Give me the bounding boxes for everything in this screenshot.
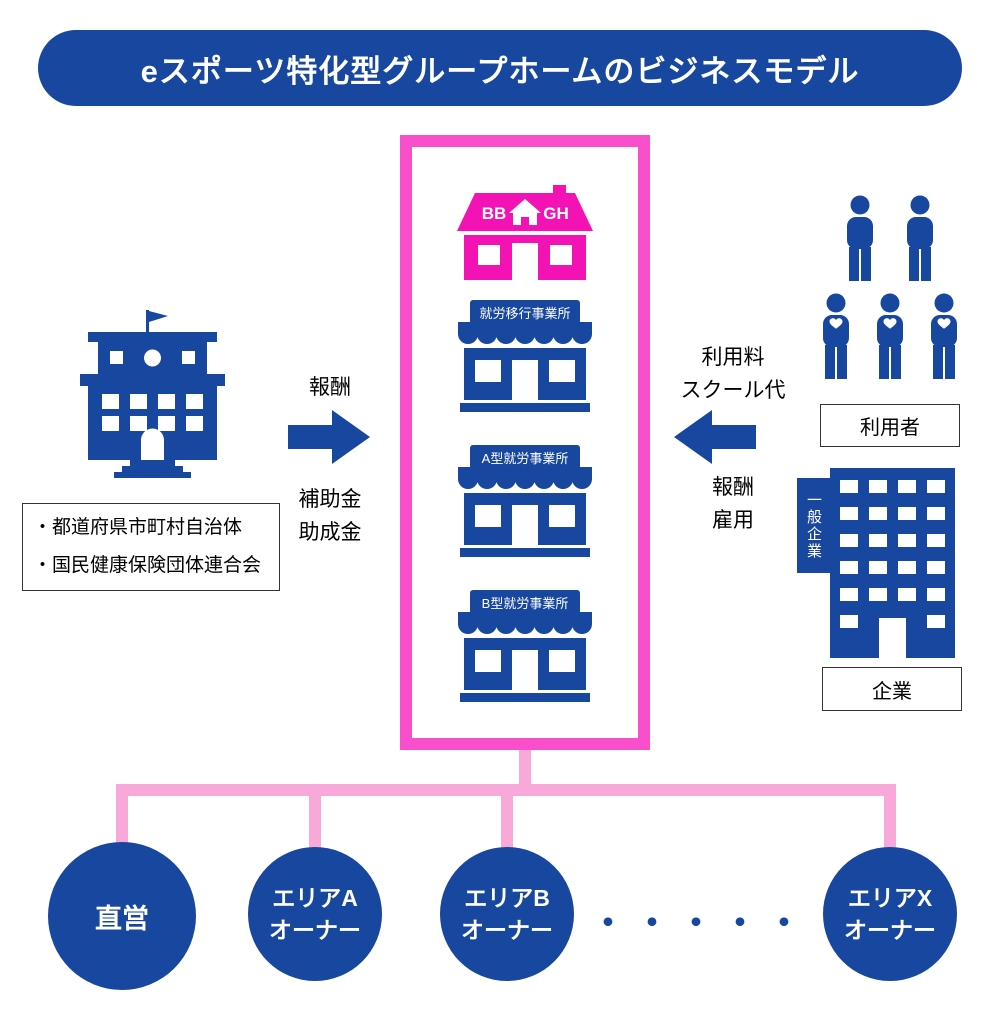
circle-area-b-owner: エリアB オーナー — [440, 847, 574, 981]
payer-box-text: ・都道府県市町村自治体 ・国民健康保険団体連合会 — [33, 517, 262, 576]
users-label-box: 利用者 — [820, 404, 960, 447]
arrow-right-icon — [288, 408, 370, 471]
facility-label: B型就労事業所 — [481, 595, 569, 611]
person-heart-icon — [877, 293, 903, 379]
flag-icon — [149, 311, 168, 322]
title-banner: eスポーツ特化型グループホームのビジネスモデル — [38, 30, 962, 106]
group-home-house-icon: BB GH — [457, 185, 593, 280]
home-glyph-icon — [509, 199, 541, 225]
connector-drop-area-x — [884, 796, 896, 849]
company-label: 企業 — [872, 680, 912, 703]
connector-drop-direct — [116, 796, 128, 844]
shop-icon — [458, 590, 592, 702]
government-building-icon — [60, 308, 245, 478]
usage-fee-label: 利用料 スクール代 — [680, 346, 786, 402]
general-company-tab: 一般企業 — [797, 478, 830, 573]
circle-area-x-owner: エリアX オーナー — [823, 847, 957, 981]
connector-drop-area-a — [309, 796, 321, 849]
connector-horizontal — [116, 784, 896, 796]
facility-icon-transition-office: 就労移行事業所 — [450, 300, 600, 412]
facility-label: A型就労事業所 — [481, 450, 569, 466]
person-icon — [907, 195, 933, 281]
facility-label: 就労移行事業所 — [479, 305, 571, 321]
office-building-icon — [830, 468, 955, 658]
connector-stem — [519, 750, 531, 790]
users-label: 利用者 — [860, 417, 920, 439]
facility-icon-type-a-office: A型就労事業所 — [450, 445, 600, 557]
reward-employment-label: 報酬 雇用 — [712, 476, 754, 532]
group-home-icon: BB GH — [450, 185, 600, 280]
page-title: eスポーツ特化型グループホームのビジネスモデル — [140, 53, 860, 89]
connector-drop-area-b — [501, 796, 513, 849]
users-row-bottom — [818, 293, 962, 381]
circle-area-a-owner: エリアA オーナー — [248, 847, 382, 981]
subsidy-label: 補助金 助成金 — [298, 488, 362, 544]
person-heart-icon — [823, 293, 849, 379]
company-label-box: 企業 — [822, 667, 962, 711]
facility-icon-type-b-office: B型就労事業所 — [450, 590, 600, 702]
users-row-top — [842, 195, 938, 283]
payer-box: ・都道府県市町村自治体 ・国民健康保険団体連合会 — [22, 503, 280, 591]
arrow-left-icon — [672, 408, 756, 471]
shop-icon — [458, 445, 592, 557]
reward-label-left: 報酬 — [309, 376, 351, 399]
shop-icon — [458, 300, 592, 412]
ellipsis-dots: ・・・・・ — [590, 902, 811, 943]
group-home-bb-label: BB — [482, 204, 507, 223]
person-icon — [847, 195, 873, 281]
circle-direct-management: 直営 — [48, 842, 196, 990]
users-group-icon — [815, 195, 965, 381]
group-home-gh-label: GH — [543, 204, 569, 223]
person-heart-icon — [931, 293, 957, 379]
